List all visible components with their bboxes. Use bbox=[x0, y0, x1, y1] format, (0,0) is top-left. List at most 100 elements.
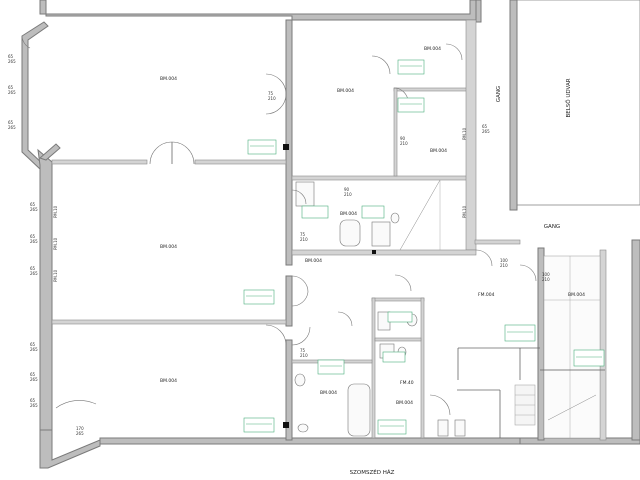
staircase bbox=[399, 179, 605, 439]
svg-text:65: 65 bbox=[8, 54, 14, 59]
svg-text:210: 210 bbox=[400, 141, 408, 146]
svg-text:265: 265 bbox=[8, 59, 16, 64]
bathtub-top bbox=[339, 219, 361, 247]
room-label-right-small: BM.004 bbox=[430, 148, 447, 154]
svg-text:75: 75 bbox=[300, 232, 306, 237]
svg-text:90: 90 bbox=[344, 187, 350, 192]
svg-text:65: 65 bbox=[8, 85, 14, 90]
room-tag-10 bbox=[382, 351, 406, 363]
door-swing-7 bbox=[291, 291, 309, 307]
room-tag-9 bbox=[377, 419, 407, 435]
bathtub-bottom bbox=[347, 383, 371, 437]
room-tag-5 bbox=[361, 205, 385, 219]
svg-text:100: 100 bbox=[500, 258, 508, 263]
door-swing-15 bbox=[337, 311, 353, 327]
svg-text:65: 65 bbox=[30, 372, 36, 377]
room-label-bottom-bath: BM.004 bbox=[396, 400, 413, 406]
svg-text:265: 265 bbox=[30, 377, 38, 382]
door-swing-11 bbox=[475, 249, 493, 267]
svg-text:65: 65 bbox=[8, 120, 14, 125]
svg-text:265: 265 bbox=[8, 90, 16, 95]
svg-text:265: 265 bbox=[30, 239, 38, 244]
svg-text:90: 90 bbox=[400, 136, 406, 141]
room-label-top-left: BM.004 bbox=[160, 76, 177, 82]
svg-text:65: 65 bbox=[30, 342, 36, 347]
door-swing-9 bbox=[291, 326, 311, 346]
svg-text:210: 210 bbox=[268, 96, 276, 101]
vertical-code-2: PM.10 bbox=[53, 237, 58, 250]
wc-bottom bbox=[294, 373, 306, 387]
svg-text:210: 210 bbox=[500, 263, 508, 268]
svg-text:65: 65 bbox=[30, 234, 36, 239]
room-label-stair-hall: BM.004 bbox=[305, 258, 322, 264]
svg-text:265: 265 bbox=[30, 403, 38, 408]
svg-text:265: 265 bbox=[76, 431, 84, 436]
svg-text:75: 75 bbox=[300, 348, 306, 353]
door-swing-16 bbox=[445, 43, 463, 61]
sink-top bbox=[390, 212, 400, 224]
electrical-markers bbox=[283, 144, 376, 428]
room-label-hall-mid: FM.004 bbox=[478, 292, 495, 298]
svg-text:265: 265 bbox=[482, 129, 490, 134]
svg-text:170: 170 bbox=[76, 426, 84, 431]
svg-text:65: 65 bbox=[30, 202, 36, 207]
neighbor-house-label: SZOMSZÉD HÁZ bbox=[350, 468, 395, 476]
room-tag-11 bbox=[387, 311, 413, 323]
wc-top bbox=[295, 181, 315, 207]
svg-text:65: 65 bbox=[482, 124, 488, 129]
svg-text:210: 210 bbox=[300, 353, 308, 358]
room-tag-8 bbox=[243, 417, 275, 433]
room-tag-4 bbox=[301, 205, 329, 219]
room-labels: BM.004 BM.004 BM.004 BM.004 BM.004 BM.00… bbox=[160, 46, 585, 406]
outer-walls bbox=[21, 0, 640, 469]
vertical-code-3: PM.10 bbox=[53, 269, 58, 282]
vertical-codes: PM.10 PM.10 PM.10 PM.10 PM.10 bbox=[53, 127, 467, 282]
svg-text:210: 210 bbox=[344, 192, 352, 197]
room-label-bath-small: FM.40 bbox=[400, 380, 414, 386]
inner-courtyard: BELSŐ UDVAR bbox=[516, 0, 640, 206]
svg-text:265: 265 bbox=[8, 125, 16, 130]
svg-text:100: 100 bbox=[542, 272, 550, 277]
marker-2 bbox=[283, 422, 289, 428]
door-swing-1 bbox=[265, 73, 287, 95]
vertical-code-1: PM.10 bbox=[53, 205, 58, 218]
door-swing-6 bbox=[291, 275, 309, 293]
gang-bottom-label: GANG bbox=[544, 224, 560, 230]
inner-courtyard-label: BELSŐ UDVAR bbox=[565, 78, 572, 117]
room-tag-13 bbox=[573, 349, 605, 367]
svg-text:265: 265 bbox=[30, 207, 38, 212]
room-label-bottom-left: BM.004 bbox=[160, 378, 177, 384]
svg-text:210: 210 bbox=[300, 237, 308, 242]
cabinet-2 bbox=[454, 419, 466, 437]
room-tag-7 bbox=[317, 359, 345, 375]
door-swing-5 bbox=[291, 189, 307, 205]
side-labels: GANG GANG SZOMSZÉD HÁZ bbox=[350, 86, 561, 476]
room-tag-1 bbox=[247, 139, 277, 155]
room-tag-2 bbox=[397, 59, 425, 75]
door-swing-10 bbox=[429, 394, 451, 416]
door-swing-13 bbox=[55, 400, 97, 409]
room-tags bbox=[243, 59, 605, 435]
marker-1 bbox=[283, 144, 289, 150]
door-swing-12 bbox=[519, 264, 537, 282]
room-tag-12 bbox=[504, 324, 536, 342]
room-label-bath-mid: BM.004 bbox=[340, 211, 357, 217]
room-tag-6 bbox=[243, 289, 275, 305]
room-tag-3 bbox=[397, 97, 425, 113]
room-label-mid-left: BM.004 bbox=[160, 244, 177, 250]
